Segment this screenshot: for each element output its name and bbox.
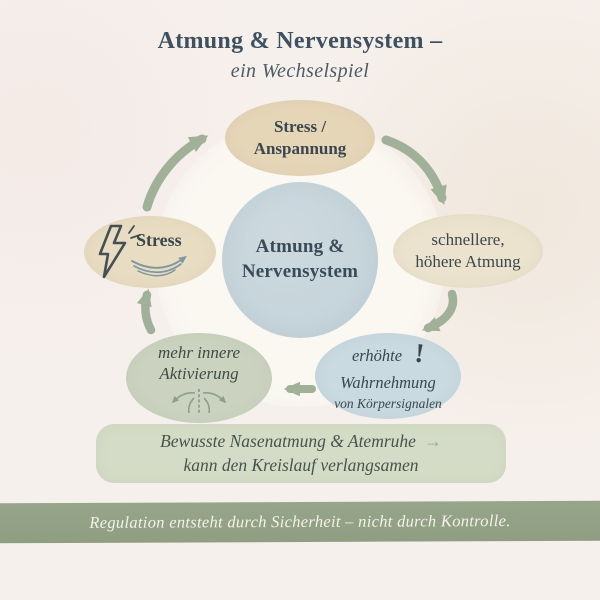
cycle-arrow-left-to-top <box>142 134 209 212</box>
node-right-line2: höhere Atmung <box>415 252 521 271</box>
banner-line1: Bewusste Nasenatmung & Atemruhe → <box>96 429 506 454</box>
cycle-arrow-bottom-left-to-left <box>136 288 156 335</box>
center-node-line1: Atmung & <box>255 236 345 258</box>
node-top-line2: Anspannung <box>253 139 347 158</box>
node-bright-line1: erhöhte <box>351 345 403 365</box>
node-bright-subline: von Körpersignalen <box>334 395 442 411</box>
banner-line2: kann den Kreislauf verlangsamen <box>183 455 419 475</box>
practice-banner: Bewusste Nasenatmung & Atemruhe → kann de… <box>96 424 506 483</box>
cycle-arrow-right-to-bottom-right <box>421 289 458 333</box>
node-top-line1: Stress / <box>273 116 327 136</box>
page-subtitle: ein Wechselspiel <box>230 60 370 82</box>
stress-swoosh-arrow-icon <box>131 255 187 277</box>
node-bleft-line1: mehr innere <box>158 342 240 362</box>
node-schnellere-atmung: schnellere, höhere Atmung <box>393 214 543 288</box>
page-title: Atmung & Nervensystem – <box>157 28 443 54</box>
node-left-label: Stress <box>136 230 182 250</box>
node-stress-anspannung: Stress / Anspannung <box>225 100 375 176</box>
center-node: Atmung & Nervensystem <box>222 182 378 338</box>
footer-quote-text: Regulation entsteht durch Sicherheit – n… <box>89 511 511 532</box>
cycle-arrow-top-to-right <box>381 135 447 206</box>
center-node-line2: Nervensystem <box>241 261 359 282</box>
node-innere-aktivierung: mehr innere Aktivierung <box>126 333 272 423</box>
lightning-icon <box>98 224 141 279</box>
node-right-line1: schnellere, <box>431 229 505 249</box>
node-bleft-line2: Aktivierung <box>159 364 239 383</box>
banner-line1-text: Bewusste Nasenatmung & Atemruhe <box>160 431 416 452</box>
cycle-arrow-bottom-right-to-bottom-left <box>283 381 316 397</box>
center-node-label: Atmung & Nervensystem <box>242 235 358 284</box>
node-bright-line1-row: erhöhte ! <box>351 337 426 373</box>
footer-quote-bar: Regulation entsteht durch Sicherheit – n… <box>0 500 600 544</box>
node-stress-trigger: Stress <box>84 216 216 288</box>
node-erhoehte-wahrnehmung: erhöhte ! Wahrnehmung von Körpersignalen <box>315 333 461 419</box>
exclamation-icon: ! <box>413 337 426 369</box>
node-bright-line2: Wahrnehmung <box>340 373 436 393</box>
nervous-system-icon <box>171 389 227 414</box>
right-arrow-icon: → <box>423 431 442 452</box>
